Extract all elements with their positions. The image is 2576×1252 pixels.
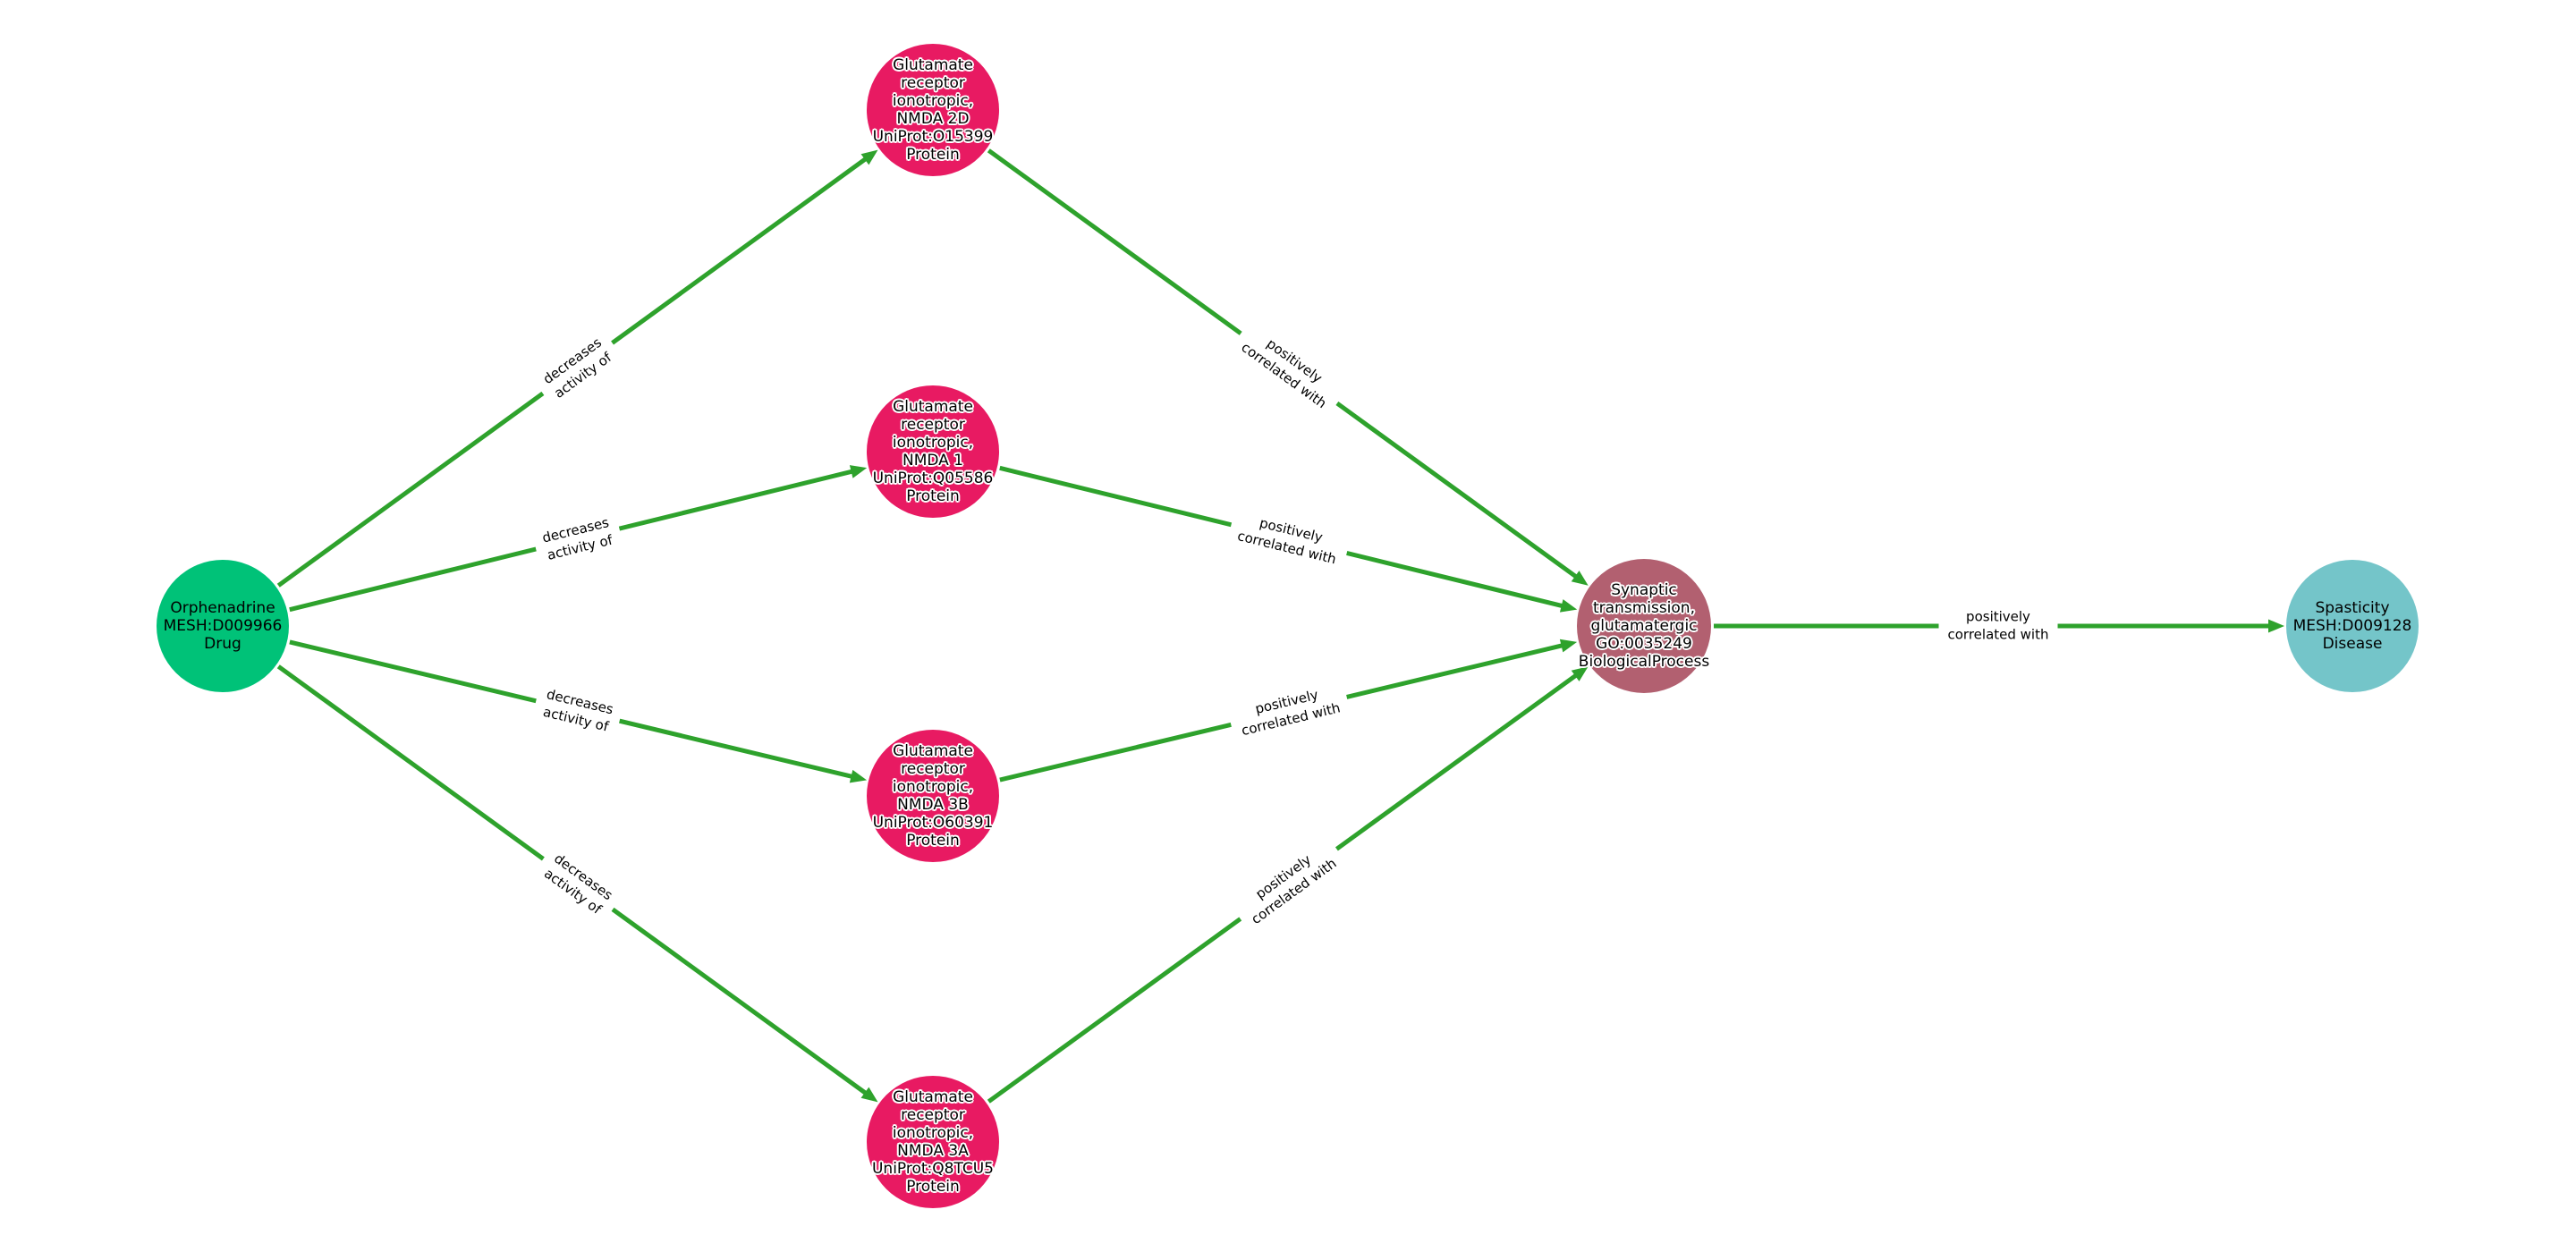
node-curie: MESH:D009966 (163, 616, 283, 635)
edge-label-line: positively (1966, 608, 2030, 625)
node-name: Glutamate receptor ionotropic, NMDA 3A (892, 1087, 974, 1160)
node-type: Protein (906, 1178, 960, 1197)
node-curie: UniProt:O60391 (872, 814, 994, 833)
edge-arrowhead-icon (860, 149, 878, 165)
node-curie: UniProt:O15399 (872, 128, 994, 147)
node-curie: UniProt:Q05586 (872, 470, 994, 488)
node-name: Synaptic transmission, glutamatergic (1590, 580, 1698, 635)
edge-arrowhead-icon (1559, 599, 1578, 613)
node-curie: MESH:D009128 (2292, 616, 2412, 635)
node-type: Protein (906, 146, 960, 165)
node-name: Glutamate receptor ionotropic, NMDA 3B (892, 741, 974, 814)
edge-arrowhead-icon (849, 769, 868, 783)
node-type: Protein (906, 832, 960, 850)
node-type: Drug (204, 635, 242, 654)
node-name: Glutamate receptor ionotropic, NMDA 2D (892, 55, 974, 128)
edge-arrowhead-icon (1571, 571, 1589, 586)
edge-arrowhead-icon (2268, 619, 2284, 633)
edge-arrowhead-icon (849, 465, 868, 478)
node-type: Protein (906, 487, 960, 506)
node-type: Disease (2322, 635, 2383, 654)
edge-label-line: correlated with (1947, 626, 2049, 642)
node-name: Orphenadrine (170, 598, 275, 617)
node-name: Spasticity (2315, 598, 2390, 617)
node-curie: GO:0035249 (1596, 635, 1692, 654)
edge-arrowhead-icon (860, 1087, 878, 1103)
node-curie: UniProt:Q8TCU5 (871, 1160, 995, 1179)
node-name: Glutamate receptor ionotropic, NMDA 1 (892, 397, 974, 470)
edge-arrowhead-icon (1571, 666, 1589, 681)
node-type: BiologicalProcess (1578, 653, 1710, 672)
edge-arrowhead-icon (1559, 639, 1578, 653)
